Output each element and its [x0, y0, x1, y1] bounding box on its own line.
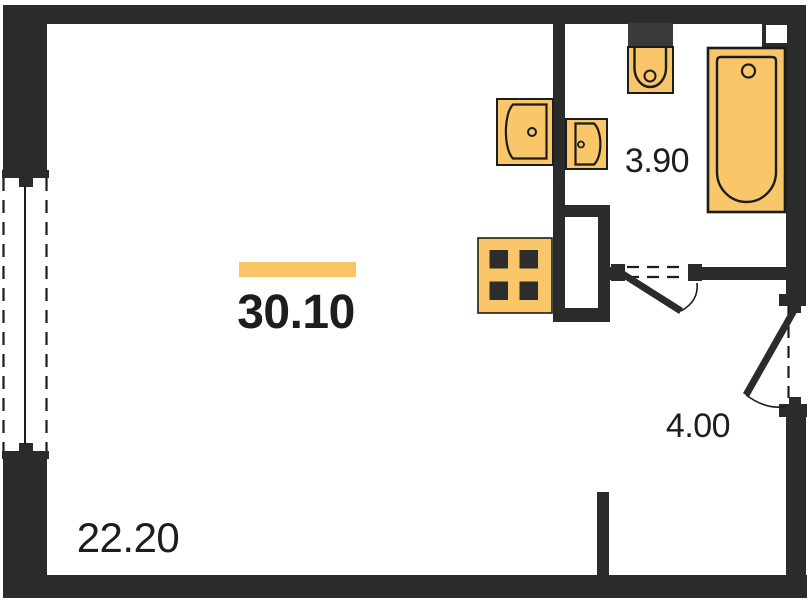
corner-duct-opening: [766, 25, 787, 43]
right-wall-lower: [786, 417, 806, 598]
left-wall-lower: [3, 458, 47, 598]
kitchen-sink-icon: [496, 98, 554, 166]
top-wall: [3, 5, 806, 24]
washbasin-drain: [577, 140, 585, 149]
entry-door-swing-arc: [745, 394, 788, 408]
hallway-partition-stub: [597, 492, 609, 575]
bathtub-icon: [706, 46, 787, 214]
door-leaves: [619, 270, 800, 397]
bottom-wall: [3, 575, 807, 598]
right-wall-upper: [786, 24, 806, 294]
stove-body: [477, 237, 553, 314]
toilet-bowl: [633, 48, 668, 89]
window-sill-bottom: [2, 451, 49, 459]
stove-burner: [489, 250, 508, 269]
living-area-label: 22.20: [77, 514, 180, 561]
entry-door-jamb-top: [779, 294, 806, 306]
window-block-top: [19, 177, 33, 187]
stove-icon: [477, 237, 553, 314]
entry-door-leaf: [742, 305, 800, 397]
window-block-bottom: [19, 443, 33, 453]
bathroom-door-leaf: [619, 270, 683, 314]
bathroom-area-label: 3.90: [625, 142, 689, 180]
bathroom-door-swing-arc: [680, 282, 698, 312]
stove-burner: [519, 250, 538, 269]
bathtub-basin: [715, 55, 778, 204]
stove-burners: [489, 250, 538, 300]
fixtures: [477, 23, 787, 314]
total-area-label: 30.10: [237, 286, 355, 339]
labels: 30.10 22.20 3.90 4.00: [77, 142, 731, 561]
toilet-icon: [627, 23, 674, 94]
bathtub-body: [706, 46, 787, 214]
washbasin-bowl: [574, 122, 602, 166]
stove-burner: [489, 281, 508, 300]
entry-door-stop-bottom: [789, 397, 801, 404]
left-wall-upper: [3, 5, 47, 171]
total-area-accent-bar: [239, 262, 356, 277]
ventilation-shaft-opening: [565, 217, 598, 308]
bathtub-drain: [740, 63, 757, 79]
kitchen-sink-bowl: [504, 103, 548, 160]
bathroom-partition-wall: [553, 24, 565, 205]
toilet-drain: [643, 69, 657, 83]
kitchen-sink-drain: [527, 127, 537, 137]
stove-burner: [519, 281, 538, 300]
thin-lines: [2, 178, 790, 451]
bathroom-wall-right-segment: [700, 267, 790, 280]
entry-door-jamb-bottom: [779, 404, 807, 417]
washbasin-icon: [565, 118, 608, 170]
bathroom-door-jamb-right: [688, 264, 702, 281]
window-sill-top: [2, 170, 49, 178]
toilet-tank: [628, 23, 673, 47]
hallway-area-label: 4.00: [666, 407, 730, 445]
